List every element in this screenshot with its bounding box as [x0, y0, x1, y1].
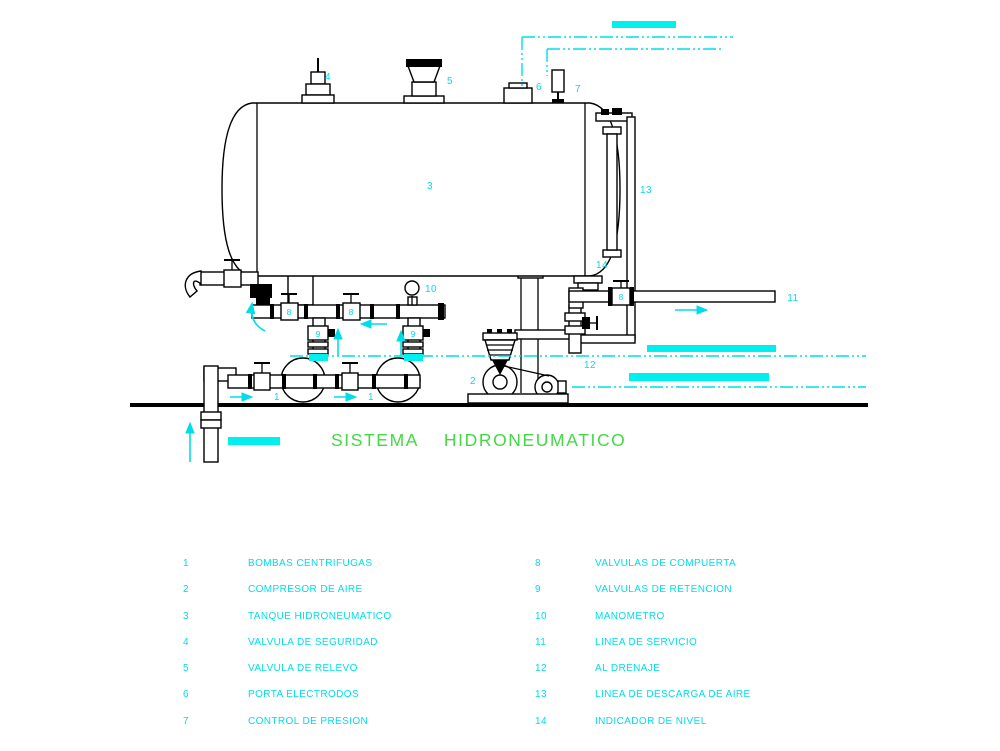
label-tank: 3 — [427, 181, 433, 192]
label-pump-b: 1 — [368, 392, 374, 403]
drain-line — [564, 304, 598, 354]
pressure-control — [551, 69, 565, 103]
cyan-highlight-bars — [228, 21, 776, 445]
label-pressure-control: 7 — [575, 84, 581, 95]
item-number-labels: 1 1 2 3 4 5 6 7 8 8 8 9 9 10 11 12 13 14 — [274, 72, 798, 403]
label-level-indicator: 14 — [596, 260, 608, 271]
suction-gate-valve-a — [253, 362, 271, 391]
label-check-valve-a: 9 — [316, 329, 321, 339]
compressor-discharge-pipe — [514, 329, 572, 340]
hydropneumatic-tank — [221, 102, 621, 277]
service-gate-valve — [608, 280, 634, 306]
discharge-piping — [184, 259, 446, 359]
relief-valve — [403, 59, 445, 104]
manometer-gauge — [404, 280, 420, 306]
electric-signal-lines — [290, 36, 866, 388]
level-indicator-gauge — [602, 126, 622, 258]
label-gate-valve-b: 8 — [349, 307, 354, 317]
ground-line — [130, 403, 868, 407]
label-manometer: 10 — [425, 284, 437, 295]
label-service-line: 11 — [787, 293, 798, 304]
label-air-discharge: 13 — [640, 185, 652, 196]
label-electrode-holder: 6 — [536, 82, 542, 93]
drawing-title: SISTEMA HIDRONEUMATICO — [331, 430, 627, 450]
arrow-curved-faucet — [245, 301, 266, 332]
safety-valve — [301, 58, 335, 104]
header-gate-valve-a — [280, 293, 299, 321]
label-safety-valve: 4 — [325, 72, 331, 83]
flow-arrows — [185, 301, 709, 462]
drain-faucet — [184, 259, 272, 306]
service-line — [568, 275, 776, 309]
label-pump-a: 1 — [274, 392, 280, 403]
pump-discharge-drop-b — [402, 317, 430, 359]
label-relief-valve: 5 — [447, 76, 453, 87]
suction-gate-valve-b — [341, 362, 359, 391]
air-compressor — [467, 329, 569, 404]
label-compressor: 2 — [470, 376, 476, 387]
pump-discharge-drop-a — [307, 317, 335, 359]
suction-piping — [200, 362, 421, 463]
label-check-valve-b: 9 — [411, 329, 416, 339]
header-gate-valve-b — [342, 293, 361, 321]
label-gate-valve-service: 8 — [619, 292, 624, 302]
label-drain: 12 — [584, 360, 596, 371]
electrode-holder — [503, 82, 533, 104]
label-gate-valve-a: 8 — [287, 307, 292, 317]
